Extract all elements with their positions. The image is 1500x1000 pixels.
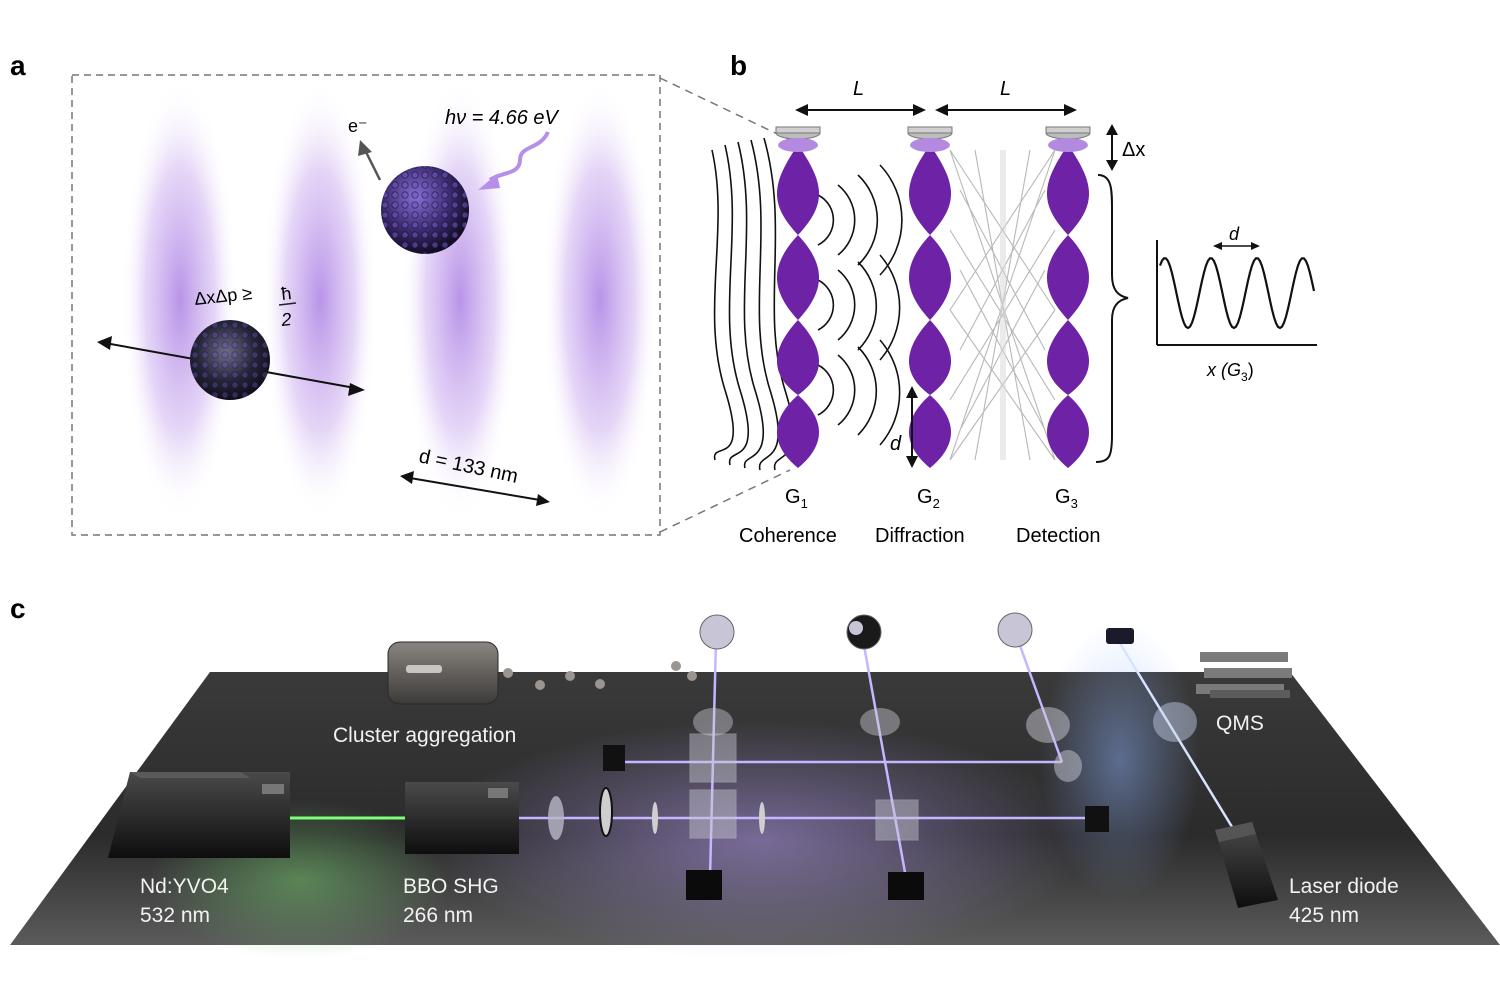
grating-g1	[775, 126, 821, 468]
panel-b-letter: b	[730, 50, 747, 81]
svg-text:G3: G3	[1055, 486, 1078, 511]
shift-label: Δx	[1122, 139, 1145, 161]
laser-diode-wavelength: 425 nm	[1289, 904, 1359, 927]
zoom-connector-bottom	[659, 469, 791, 533]
nd-yvo4-wavelength: 532 nm	[140, 904, 210, 927]
cluster-source	[387, 641, 697, 705]
nd-yvo4-laser	[108, 772, 290, 858]
uncertainty-hbar: ħ	[280, 283, 292, 304]
fringe-axis-label: x (G3)	[1206, 360, 1254, 384]
electron-label: e⁻	[348, 116, 368, 136]
uncertainty-two: 2	[279, 309, 292, 330]
bbo-shg-wavelength: 266 nm	[403, 904, 473, 927]
electron-arrow	[363, 149, 382, 181]
diode-beam	[1116, 639, 1242, 841]
qms-detector	[1196, 652, 1292, 698]
bbo-shg-label: BBO SHG	[403, 875, 499, 898]
photon-arrow	[488, 131, 550, 182]
panel-a-letter: a	[10, 50, 26, 81]
role-coherence: Coherence	[739, 525, 837, 547]
fringe-plot: d x (G3)	[1156, 224, 1317, 384]
zoom-frame	[71, 74, 661, 536]
uv-beams	[519, 639, 1093, 879]
length-label-2: L	[1000, 78, 1011, 100]
interference-carpet	[949, 149, 1056, 461]
grating-g2	[907, 126, 953, 468]
panel-c-letter: c	[10, 593, 26, 624]
incoming-wavefronts	[711, 137, 795, 471]
standing-wave-fringes	[122, 80, 658, 520]
laser-diode-label: Laser diode	[1289, 875, 1399, 898]
svg-text:G1: G1	[785, 486, 808, 511]
photon-energy-label: hν = 4.66 eV	[445, 107, 560, 129]
grating-period-label: d	[890, 433, 902, 455]
panel-b: b L L	[711, 50, 1317, 547]
bbo-shg-crystal	[405, 782, 519, 854]
grating-g3	[1045, 126, 1091, 468]
fringe-curve	[1158, 257, 1316, 330]
role-detection: Detection	[1016, 525, 1101, 547]
panel-a: a hν = 4.66 eV e⁻ ΔxΔp ≥ ħ 2 d = 133	[10, 50, 791, 536]
nd-yvo4-label: Nd:YVO4	[140, 875, 229, 898]
period-arrow	[409, 477, 541, 501]
optical-elements	[548, 612, 1197, 900]
fringe-period-label: d	[1229, 224, 1240, 244]
grating-labels: G1 G2 G3 Coherence Diffraction Detection	[739, 486, 1101, 547]
panel-c: c Cluster aggregation Nd:YVO	[10, 593, 1500, 960]
zoom-connector-top	[659, 77, 791, 141]
role-diffraction: Diffraction	[875, 525, 965, 547]
svg-text:G2: G2	[917, 486, 940, 511]
diffraction-wavelets	[817, 164, 903, 446]
qms-label: QMS	[1216, 712, 1264, 735]
cluster-source-label: Cluster aggregation	[333, 724, 516, 747]
laser-diode	[1215, 822, 1278, 908]
scan-brace	[1095, 174, 1129, 463]
length-label-1: L	[853, 78, 864, 100]
